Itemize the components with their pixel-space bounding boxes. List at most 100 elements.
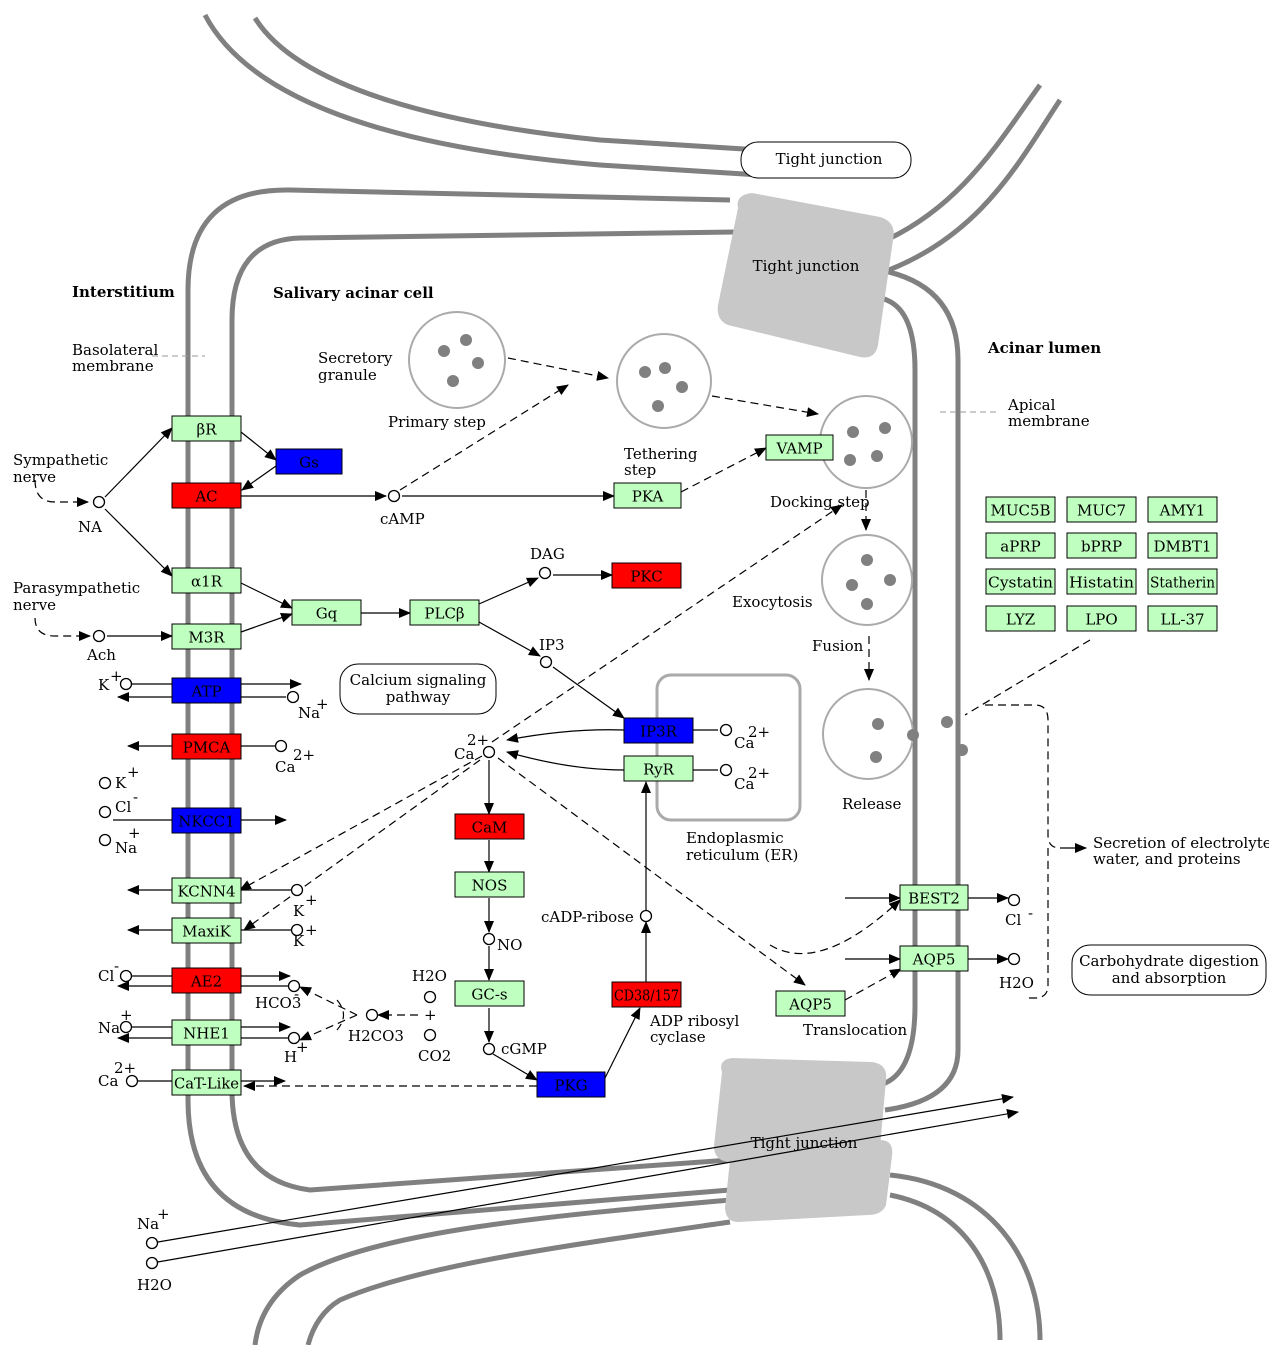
gene-box-plcb[interactable]: PLCβ (409, 599, 480, 626)
gene-box-best2[interactable]: BEST2 (899, 884, 969, 911)
gene-box-cystatin-rect[interactable] (985, 568, 1056, 595)
gene-box-nkcc1[interactable]: NKCC1 (171, 807, 242, 834)
na-nhe1-node[interactable] (119, 1020, 133, 1034)
ca-cat-node[interactable] (125, 1074, 139, 1088)
gene-box-bprp[interactable]: bPRP (1066, 532, 1137, 559)
gene-box-catlike[interactable]: CaT-Like (171, 1069, 242, 1096)
gene-box-ll37[interactable]: LL-37 (1147, 605, 1218, 632)
gene-box-pkg-rect[interactable] (536, 1071, 606, 1098)
gene-box-statherin-rect[interactable] (1147, 568, 1218, 595)
gene-box-pkc-rect[interactable] (611, 562, 682, 589)
gene-box-cam-rect[interactable] (454, 813, 525, 840)
gene-box-cystatin[interactable]: Cystatin (985, 568, 1056, 595)
gene-box-nhe1[interactable]: NHE1 (171, 1019, 242, 1046)
hco3-node[interactable] (287, 979, 301, 993)
gene-box-br-rect[interactable] (171, 415, 242, 442)
camp-node[interactable] (387, 489, 401, 503)
gene-box-gq-rect[interactable] (291, 599, 362, 626)
gene-box-aprp[interactable]: aPRP (985, 532, 1056, 559)
k-kcnn4-node[interactable] (290, 883, 304, 897)
ach-node[interactable] (92, 629, 106, 643)
k-maxik-node[interactable] (290, 923, 304, 937)
cl-nkcc1-node[interactable] (98, 805, 112, 819)
no-node[interactable] (482, 932, 496, 946)
gene-box-cd38[interactable]: CD38/157 (611, 981, 682, 1008)
gene-box-bprp-rect[interactable] (1066, 532, 1137, 559)
gene-box-muc7-rect[interactable] (1066, 496, 1137, 523)
gene-box-nos-rect[interactable] (454, 871, 525, 898)
gene-box-gs[interactable]: Gs (275, 448, 343, 475)
gene-box-pmca-rect[interactable] (171, 733, 242, 760)
cgmp-node[interactable] (482, 1042, 496, 1056)
gene-box-gq[interactable]: Gq (291, 599, 362, 626)
gene-box-m3r[interactable]: M3R (171, 623, 242, 650)
gene-box-cam[interactable]: CaM (454, 813, 525, 840)
gene-box-gcs-rect[interactable] (454, 980, 525, 1007)
h-node[interactable] (287, 1031, 301, 1045)
h2o-node[interactable] (423, 990, 437, 1004)
gene-box-pkg[interactable]: PKG (536, 1071, 606, 1098)
ca-pmca-node[interactable] (274, 739, 288, 753)
h2o-para-node[interactable] (145, 1256, 159, 1270)
gene-box-aqp5[interactable]: AQP5 (775, 990, 846, 1017)
carbohydrate-pathway-link[interactable] (1071, 944, 1267, 996)
gene-box-ip3r-rect[interactable] (623, 717, 694, 744)
ca-cytosol-node[interactable] (482, 745, 496, 759)
gene-box-ac[interactable]: AC (171, 482, 242, 509)
gene-box-catlike-rect[interactable] (171, 1069, 242, 1096)
gene-box-aprp-rect[interactable] (985, 532, 1056, 559)
gene-box-a1r[interactable]: α1R (171, 567, 242, 594)
gene-box-ll37-rect[interactable] (1147, 605, 1218, 632)
gene-box-vamp-rect[interactable] (765, 434, 834, 461)
gene-box-atp[interactable]: ATP (171, 677, 242, 704)
gene-box-aqp5b-rect[interactable] (899, 945, 969, 972)
gene-box-gs-rect[interactable] (275, 448, 343, 475)
cadpr-node[interactable] (639, 909, 653, 923)
k-atp-node[interactable] (119, 677, 133, 691)
gene-box-ae2-rect[interactable] (171, 967, 242, 994)
h2co3-node[interactable] (365, 1008, 379, 1022)
gene-box-cd38-rect[interactable] (611, 981, 682, 1008)
gene-box-lyz-rect[interactable] (985, 605, 1056, 632)
gene-box-muc5b[interactable]: MUC5B (985, 496, 1056, 523)
gene-box-amy1-rect[interactable] (1147, 496, 1218, 523)
gene-box-best2-rect[interactable] (899, 884, 969, 911)
gene-box-maxik[interactable]: MaxiK (171, 917, 242, 944)
cl-ae2-node[interactable] (119, 969, 133, 983)
gene-box-maxik-rect[interactable] (171, 917, 242, 944)
gene-box-nos[interactable]: NOS (454, 871, 525, 898)
gene-box-nhe1-rect[interactable] (171, 1019, 242, 1046)
gene-box-muc7[interactable]: MUC7 (1066, 496, 1137, 523)
gene-box-amy1[interactable]: AMY1 (1147, 496, 1218, 523)
co2-node[interactable] (423, 1028, 437, 1042)
gene-box-pka[interactable]: PKA (613, 482, 682, 509)
gene-box-kcnn4-rect[interactable] (171, 877, 242, 904)
gene-box-ryr-rect[interactable] (623, 755, 694, 782)
gene-box-lyz[interactable]: LYZ (985, 605, 1056, 632)
gene-box-ac-rect[interactable] (171, 482, 242, 509)
na-para-node[interactable] (145, 1236, 159, 1250)
gene-box-plcb-rect[interactable] (409, 599, 480, 626)
gene-box-lpo[interactable]: LPO (1066, 605, 1137, 632)
k-nkcc1-node[interactable] (98, 776, 112, 790)
gene-box-ryr[interactable]: RyR (623, 755, 694, 782)
gene-box-statherin[interactable]: Statherin (1147, 568, 1218, 595)
gene-box-a1r-rect[interactable] (171, 567, 242, 594)
dag-node[interactable] (538, 566, 552, 580)
gene-box-ip3r[interactable]: IP3R (623, 717, 694, 744)
gene-box-ae2[interactable]: AE2 (171, 967, 242, 994)
gene-box-m3r-rect[interactable] (171, 623, 242, 650)
gene-box-pmca[interactable]: PMCA (171, 733, 242, 760)
gene-box-histatin-rect[interactable] (1066, 568, 1137, 595)
gene-box-br[interactable]: βR (171, 415, 242, 442)
h2o-lumen-node[interactable] (1007, 952, 1021, 966)
gene-box-pka-rect[interactable] (613, 482, 682, 509)
ca-er-node-2[interactable] (719, 763, 733, 777)
gene-box-muc5b-rect[interactable] (985, 496, 1056, 523)
calcium-pathway-link[interactable] (339, 663, 497, 715)
gene-box-dmbt1-rect[interactable] (1147, 532, 1218, 559)
gene-box-pkc[interactable]: PKC (611, 562, 682, 589)
na-node[interactable] (92, 495, 106, 509)
gene-box-histatin[interactable]: Histatin (1066, 568, 1137, 595)
na-atp-node[interactable] (286, 690, 300, 704)
